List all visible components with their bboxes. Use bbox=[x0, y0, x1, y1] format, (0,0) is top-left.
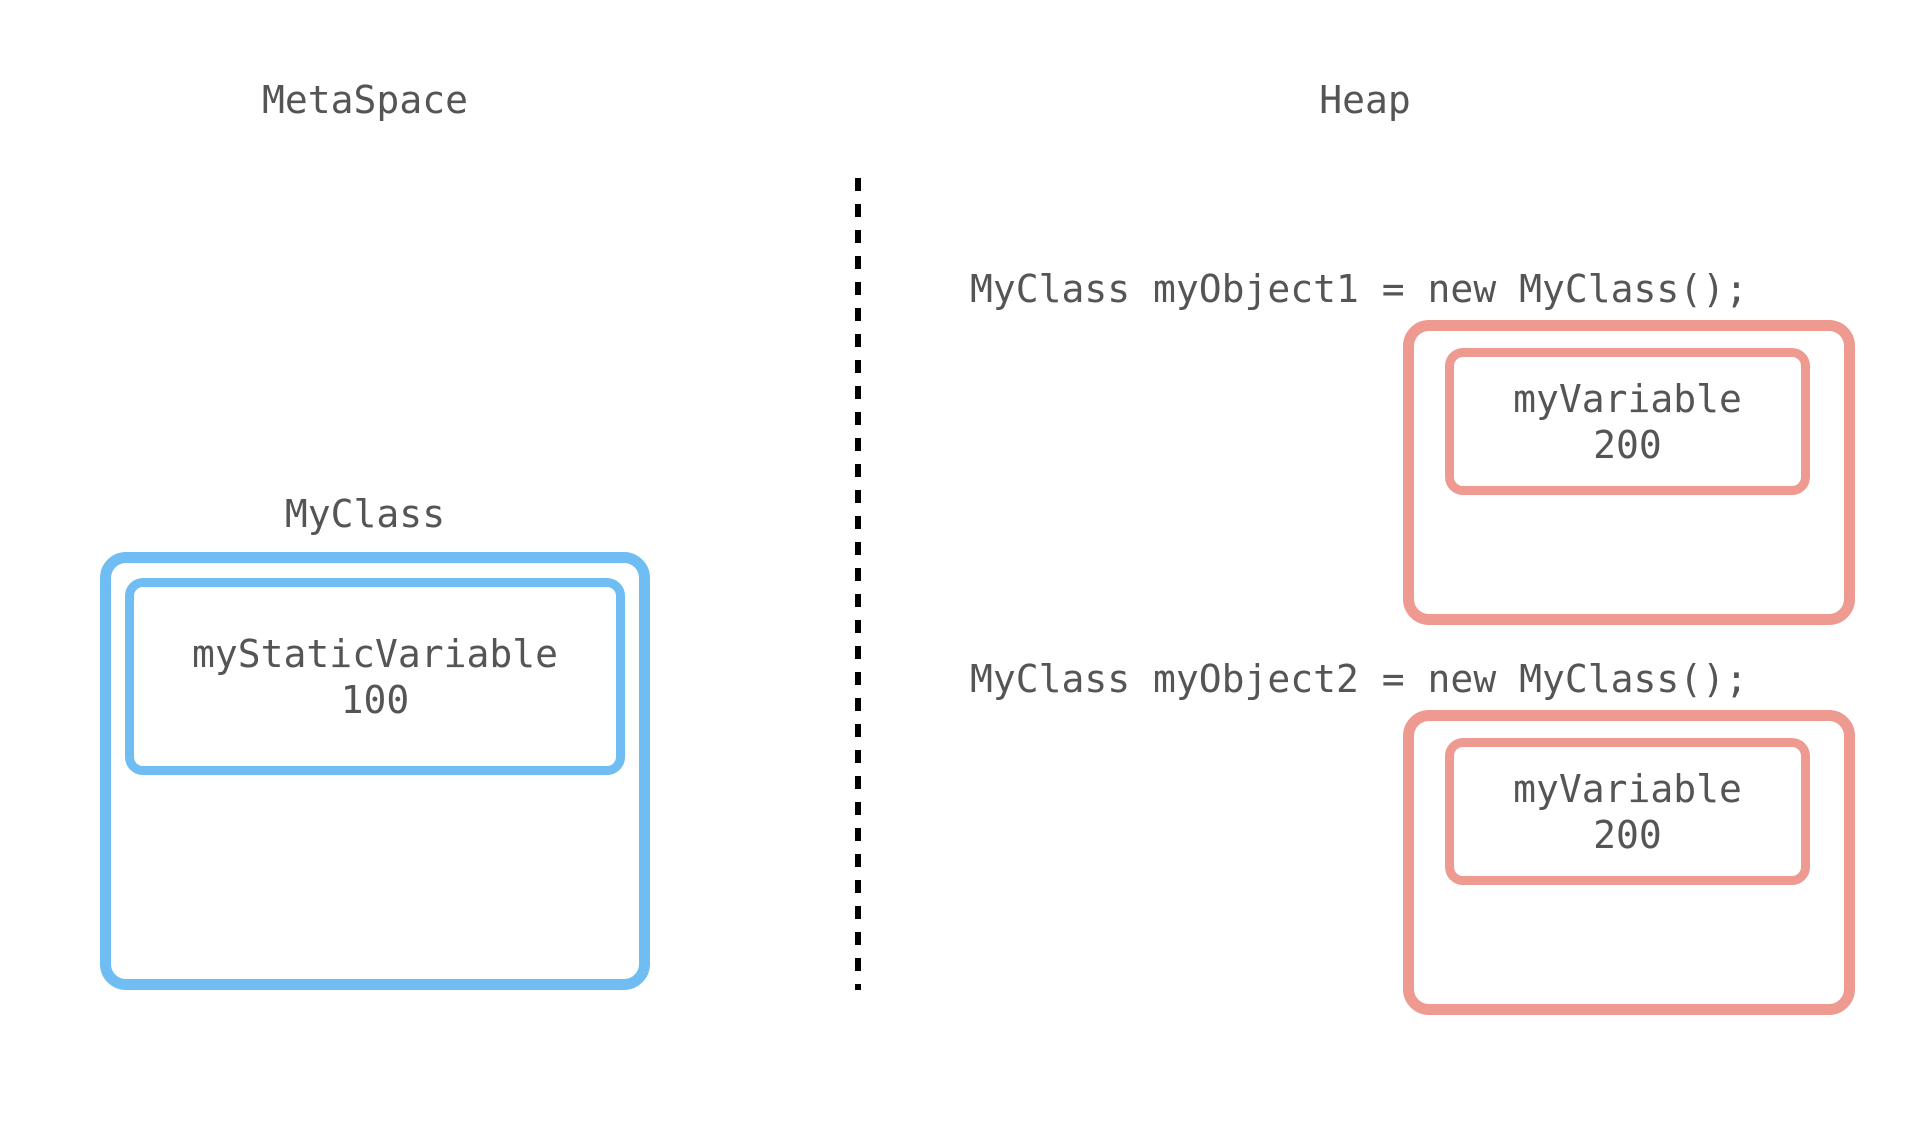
object-2-field-name: myVariable bbox=[1513, 766, 1742, 811]
object-2-field-value: 200 bbox=[1593, 812, 1662, 857]
vertical-dotted-divider bbox=[855, 178, 861, 990]
heap-object-2-code-line: MyClass myObject2 = new MyClass(); bbox=[970, 657, 1748, 701]
static-field-name: myStaticVariable bbox=[191, 631, 559, 676]
metaspace-static-field-box: myStaticVariable 100 bbox=[125, 578, 625, 775]
heap-object-2-field-box: myVariable 200 bbox=[1445, 738, 1810, 885]
metaspace-section-title: MetaSpace bbox=[262, 78, 468, 122]
static-field-value: 100 bbox=[340, 677, 410, 722]
object-1-field-name: myVariable bbox=[1513, 376, 1742, 421]
heap-object-1-field-box: myVariable 200 bbox=[1445, 348, 1810, 495]
heap-section-title: Heap bbox=[1319, 78, 1411, 122]
object-1-field-value: 200 bbox=[1593, 422, 1662, 467]
heap-object-1-code-line: MyClass myObject1 = new MyClass(); bbox=[970, 267, 1748, 311]
metaspace-class-name-label: MyClass bbox=[284, 492, 446, 536]
